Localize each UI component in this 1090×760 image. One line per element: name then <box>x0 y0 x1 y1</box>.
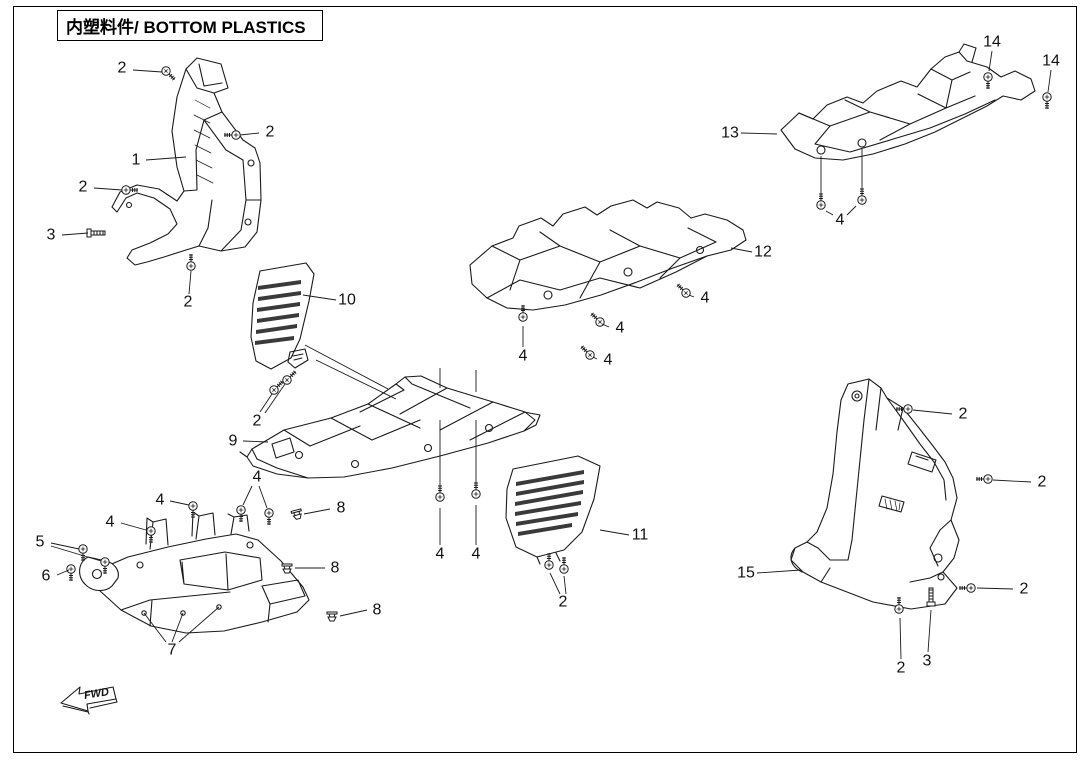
screw-icon <box>975 474 993 484</box>
callout-2: 2 <box>118 60 127 77</box>
callout-11: 11 <box>632 527 649 544</box>
callout-8: 8 <box>373 602 382 619</box>
screw-icon <box>159 64 178 83</box>
screw-icon <box>674 281 693 300</box>
callout-13: 13 <box>721 125 739 142</box>
callout-8: 8 <box>337 500 346 517</box>
part-1-front-inner-panel <box>111 57 262 266</box>
part-9-center-skid-plate <box>239 375 541 479</box>
bolt-icon <box>86 228 106 238</box>
callout-5: 5 <box>36 534 45 551</box>
callout-2: 2 <box>959 406 968 423</box>
callout-4: 4 <box>436 546 445 563</box>
callout-3: 3 <box>47 227 56 244</box>
callout-2: 2 <box>1020 581 1029 598</box>
fwd-direction-arrow: FWD <box>60 686 118 715</box>
callout-4: 4 <box>836 212 845 229</box>
screw-icon <box>544 552 554 570</box>
callout-8: 8 <box>331 560 340 577</box>
callout-10: 10 <box>338 292 356 309</box>
part-15-side-panel <box>790 378 960 610</box>
part-13-skid-plate <box>780 43 1036 161</box>
callout-4: 4 <box>616 320 625 337</box>
callout-14: 14 <box>1042 53 1060 70</box>
callout-4: 4 <box>701 290 710 307</box>
screw-icon <box>264 508 274 526</box>
callout-2: 2 <box>897 660 906 677</box>
callout-4: 4 <box>253 469 262 486</box>
screw-icon <box>188 501 198 519</box>
callout-2: 2 <box>184 294 193 311</box>
part-12-skid-plate <box>469 199 747 311</box>
callout-2: 2 <box>559 594 568 611</box>
callout-12: 12 <box>754 244 772 261</box>
callout-15: 15 <box>737 565 755 582</box>
screw-icon <box>186 253 196 271</box>
callout-4: 4 <box>106 514 115 531</box>
screw-icon <box>559 556 569 574</box>
part-11-louver-panel <box>505 455 601 565</box>
callout-14: 14 <box>983 34 1001 51</box>
title-box: 内塑料件/ BOTTOM PLASTICS <box>57 10 323 41</box>
callout-4: 4 <box>472 546 481 563</box>
callout-2: 2 <box>266 124 275 141</box>
leader-lines <box>50 50 1052 660</box>
screw-icon <box>146 526 156 544</box>
page-title: 内塑料件/ BOTTOM PLASTICS <box>66 18 306 37</box>
screw-icon <box>280 368 299 387</box>
callout-4: 4 <box>519 348 528 365</box>
callout-2: 2 <box>79 179 88 196</box>
callout-9: 9 <box>229 433 238 450</box>
callout-7: 7 <box>168 642 177 659</box>
part-5-6-7-bracket-assembly <box>79 511 310 634</box>
callout-2: 2 <box>253 413 262 430</box>
screw-icon <box>236 505 246 523</box>
screw-icon <box>66 564 76 582</box>
callout-2: 2 <box>1038 474 1047 491</box>
part-10-louver-panel <box>250 262 315 370</box>
screw-icon <box>578 343 597 362</box>
callout-1: 1 <box>132 152 141 169</box>
screw-icon <box>588 310 607 329</box>
callout-3: 3 <box>923 653 932 670</box>
clip-icon <box>326 611 338 622</box>
screw-icon <box>958 583 976 593</box>
fwd-label: FWD <box>83 686 110 702</box>
callout-6: 6 <box>42 568 51 585</box>
callout-4: 4 <box>156 492 165 509</box>
callout-4: 4 <box>604 352 613 369</box>
screw-icon <box>1042 92 1052 110</box>
clip-icon <box>290 508 304 521</box>
